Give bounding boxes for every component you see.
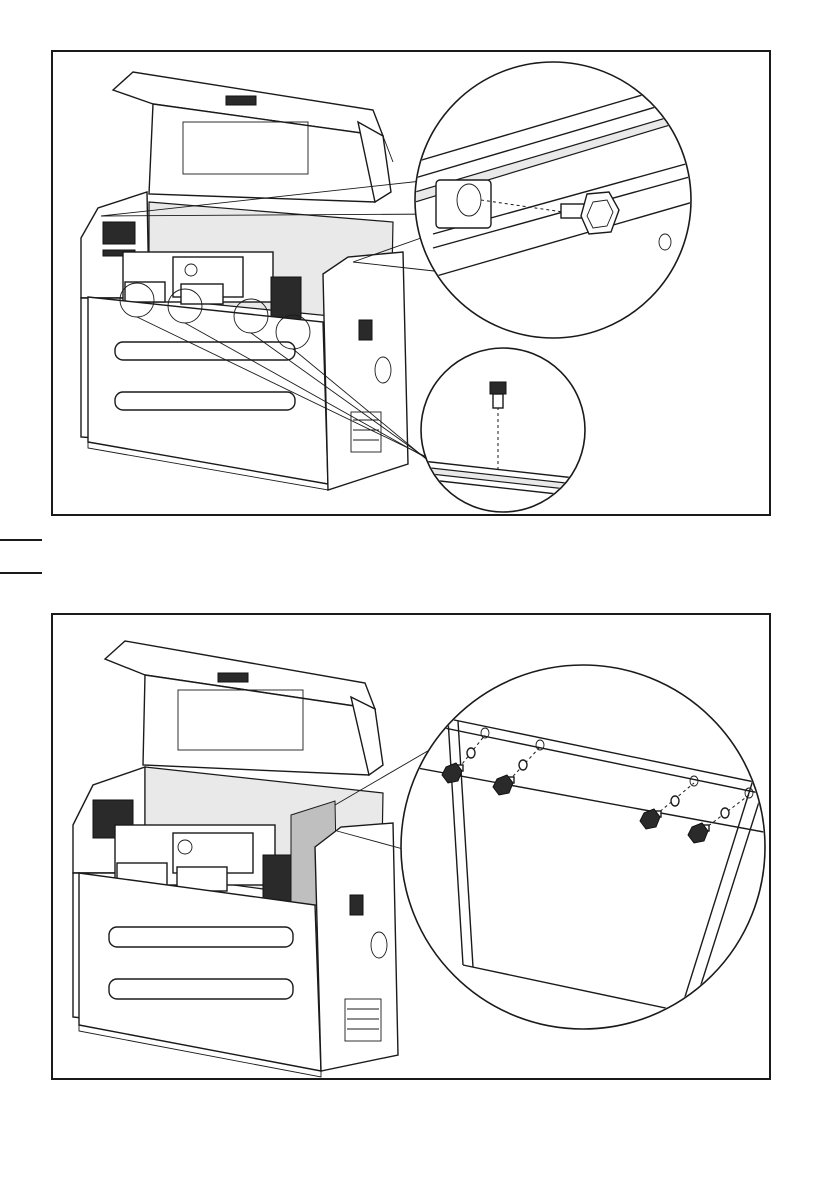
bolt-icon	[490, 382, 506, 408]
generator-right-cabinet	[323, 252, 408, 490]
generator-front-panel	[79, 873, 321, 1077]
margin-marker-bottom	[0, 572, 42, 574]
generator-lid	[113, 72, 393, 202]
figure-step-2	[51, 613, 771, 1080]
generator-illustration-1	[53, 52, 769, 514]
generator-right-cabinet	[315, 823, 398, 1071]
generator-lid	[105, 641, 383, 775]
callout-bottom-front-screw	[413, 348, 593, 512]
margin-marker-top	[0, 539, 42, 541]
callout-top-rear-screw	[415, 62, 693, 338]
callout-rear-panel-screws	[401, 665, 769, 1035]
generator-front-panel	[88, 297, 328, 490]
figure-step-1	[51, 50, 771, 516]
generator-illustration-2	[53, 615, 769, 1078]
